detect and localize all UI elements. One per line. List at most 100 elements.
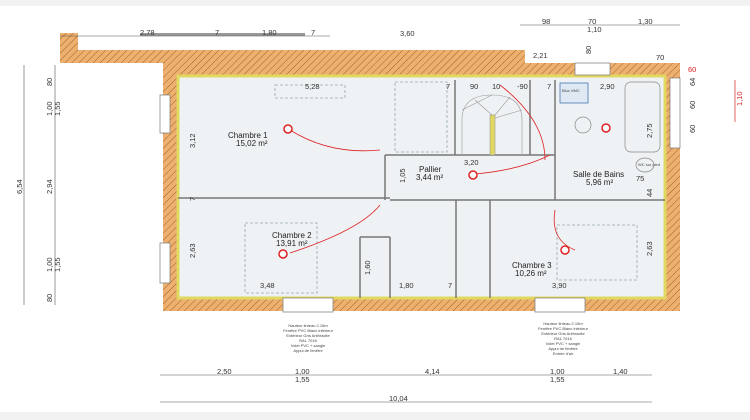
- svg-text:64: 64: [688, 78, 697, 86]
- svg-text:Extérieur Gris Anthracite: Extérieur Gris Anthracite: [286, 333, 330, 338]
- svg-text:10,04: 10,04: [389, 394, 408, 403]
- svg-text:Appui de fenêtre: Appui de fenêtre: [293, 348, 323, 353]
- svg-text:1,80: 1,80: [399, 281, 414, 290]
- svg-text:1,05: 1,05: [398, 168, 407, 183]
- svg-text:80: 80: [45, 294, 54, 302]
- svg-text:7: 7: [215, 28, 219, 37]
- svg-text:Fenêtre PVC Blanc intérieur: Fenêtre PVC Blanc intérieur: [283, 328, 333, 333]
- inner-dimensions: 5,28 3,12 7 2,63 3,48 1,60 1,80 7 3,90 3…: [188, 82, 654, 290]
- svg-text:Salle de Bains: Salle de Bains: [573, 170, 624, 179]
- svg-text:RAL 7016: RAL 7016: [299, 338, 317, 343]
- svg-text:1,40: 1,40: [613, 367, 628, 376]
- svg-text:70: 70: [656, 53, 664, 62]
- svg-text:Chambre 1: Chambre 1: [228, 131, 268, 140]
- svg-text:1,55: 1,55: [53, 101, 62, 116]
- bathroom-fixtures: [559, 81, 661, 173]
- svg-text:2,63: 2,63: [188, 243, 197, 258]
- svg-text:13,91 m²: 13,91 m²: [276, 239, 308, 248]
- svg-text:4,14: 4,14: [425, 367, 440, 376]
- svg-text:-90: -90: [517, 82, 528, 91]
- svg-text:1,10: 1,10: [587, 25, 602, 34]
- svg-text:1,00: 1,00: [295, 367, 310, 376]
- svg-text:15,02 m²: 15,02 m²: [236, 139, 268, 148]
- svg-text:7: 7: [448, 281, 452, 290]
- svg-text:Chambre 3: Chambre 3: [512, 261, 552, 270]
- svg-text:Hauteur linteau 2.15m: Hauteur linteau 2.15m: [288, 323, 328, 328]
- svg-text:1,60: 1,60: [363, 260, 372, 275]
- window-note-right: Hauteur linteau 2.15m Fenêtre PVC Blanc …: [538, 321, 588, 356]
- svg-text:90: 90: [470, 82, 478, 91]
- svg-text:Appui de fenêtre: Appui de fenêtre: [548, 346, 578, 351]
- bathtub: [624, 81, 661, 153]
- svg-text:Volet PVC + sangle: Volet PVC + sangle: [291, 343, 326, 348]
- svg-text:7: 7: [188, 197, 197, 201]
- svg-text:Volet PVC + sangle: Volet PVC + sangle: [546, 341, 581, 346]
- svg-text:Entrée d'air: Entrée d'air: [553, 351, 574, 356]
- svg-text:1,55: 1,55: [550, 375, 565, 384]
- svg-text:1,00: 1,00: [45, 257, 54, 272]
- svg-text:60: 60: [688, 101, 697, 109]
- svg-text:6,54: 6,54: [15, 179, 24, 194]
- svg-text:2,63: 2,63: [645, 241, 654, 256]
- svg-text:RAL 7016: RAL 7016: [554, 336, 572, 341]
- staircase: [461, 94, 523, 156]
- room-chambre-2: Chambre 213,91 m²: [272, 231, 312, 248]
- svg-text:3,44 m²: 3,44 m²: [416, 173, 443, 182]
- svg-text:7: 7: [547, 82, 551, 91]
- svg-text:1,00: 1,00: [45, 101, 54, 116]
- sink: [574, 116, 592, 134]
- svg-text:7: 7: [311, 28, 315, 37]
- svg-text:Fenêtre PVC Blanc intérieur: Fenêtre PVC Blanc intérieur: [538, 326, 588, 331]
- svg-text:1,80: 1,80: [262, 28, 277, 37]
- svg-text:1,10: 1,10: [735, 91, 744, 106]
- ceiling-lights: [278, 123, 611, 259]
- svg-text:3,20: 3,20: [464, 158, 479, 167]
- svg-text:10: 10: [492, 82, 500, 91]
- svg-text:1,30: 1,30: [638, 17, 653, 26]
- svg-text:Chambre 2: Chambre 2: [272, 231, 312, 240]
- wc-label: WC sur pied: [638, 162, 660, 167]
- svg-text:10,26 m²: 10,26 m²: [515, 269, 547, 278]
- interior-walls: [178, 80, 665, 298]
- svg-text:Hauteur linteau 2.15m: Hauteur linteau 2.15m: [543, 321, 583, 326]
- electric-circuits: [289, 84, 576, 254]
- vmc-label: Bloc VMC: [562, 88, 580, 93]
- svg-text:Pallier: Pallier: [419, 165, 442, 174]
- svg-text:80: 80: [584, 46, 593, 54]
- svg-text:2,78: 2,78: [140, 28, 155, 37]
- svg-text:3,90: 3,90: [552, 281, 567, 290]
- svg-text:1,55: 1,55: [53, 257, 62, 272]
- svg-text:60: 60: [688, 65, 696, 74]
- svg-text:5,28: 5,28: [305, 82, 320, 91]
- windows: [159, 62, 681, 313]
- svg-text:1,55: 1,55: [295, 375, 310, 384]
- window-note-left: Hauteur linteau 2.15m Fenêtre PVC Blanc …: [283, 323, 333, 353]
- wc: [635, 157, 655, 173]
- svg-text:Extérieur Gris Anthracite: Extérieur Gris Anthracite: [541, 331, 585, 336]
- svg-text:80: 80: [45, 78, 54, 86]
- furniture-outlines: [244, 81, 638, 294]
- svg-text:5,96 m²: 5,96 m²: [586, 178, 613, 187]
- svg-text:70: 70: [588, 17, 596, 26]
- svg-text:44: 44: [645, 189, 654, 197]
- room-chambre-3: Chambre 310,26 m²: [512, 261, 552, 278]
- left-dimensions: 6,54 80 1,00 1,55 2,94 1,00 1,55 80: [15, 65, 62, 305]
- svg-text:75: 75: [636, 174, 644, 183]
- svg-text:2,21: 2,21: [533, 51, 548, 60]
- svg-text:3,12: 3,12: [188, 133, 197, 148]
- svg-text:3,48: 3,48: [260, 281, 275, 290]
- svg-text:1,00: 1,00: [550, 367, 565, 376]
- svg-text:7: 7: [446, 82, 450, 91]
- svg-text:2,94: 2,94: [45, 179, 54, 194]
- room-chambre-1: Chambre 115,02 m²: [228, 131, 268, 148]
- bottom-dimensions: 2,50 1,00 1,55 4,14 1,00 1,55 1,40 10,04: [160, 367, 652, 403]
- svg-text:98: 98: [542, 17, 550, 26]
- svg-text:2,50: 2,50: [217, 367, 232, 376]
- svg-text:60: 60: [688, 125, 697, 133]
- svg-text:2,75: 2,75: [645, 123, 654, 138]
- svg-text:2,90: 2,90: [600, 82, 615, 91]
